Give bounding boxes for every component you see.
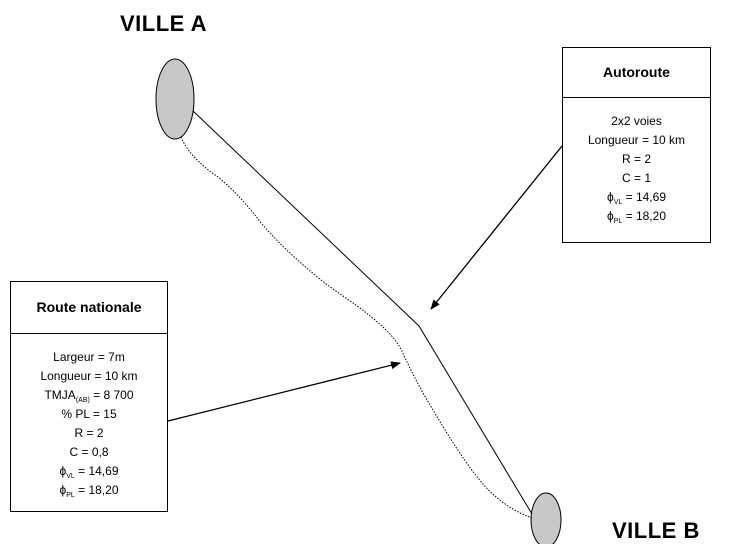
- autoroute-arrow: [430, 145, 563, 310]
- autoroute-specs: 2x2 voies Longueur = 10 km R = 2 C = 1 ϕ…: [563, 98, 710, 226]
- route-nationale-box: Route nationale Largeur = 7m Longueur = …: [10, 281, 168, 512]
- route-nationale-path: [180, 136, 533, 519]
- spec-line: R = 2: [74, 426, 104, 440]
- city-b-label: VILLE B: [612, 518, 700, 543]
- route-nationale-specs: Largeur = 7m Longueur = 10 km TMJA(AB) =…: [11, 334, 167, 500]
- spec-line: C = 0,8: [69, 445, 109, 459]
- spec-line: ϕPL = 18,20: [59, 483, 119, 499]
- spec-line: ϕPL = 18,20: [606, 209, 666, 225]
- spec-line: ϕVL = 14,69: [606, 190, 666, 206]
- spec-line: % PL = 15: [61, 407, 117, 421]
- autoroute-path: [192, 110, 533, 515]
- autoroute-box: Autoroute 2x2 voies Longueur = 10 km R =…: [562, 47, 711, 243]
- spec-line: 2x2 voies: [611, 114, 662, 128]
- spec-line: R = 2: [621, 152, 651, 166]
- autoroute-title: Autoroute: [563, 48, 710, 98]
- spec-line: Longueur = 10 km: [40, 369, 138, 383]
- spec-line: Largeur = 7m: [53, 350, 125, 364]
- spec-line: C = 1: [621, 171, 651, 185]
- spec-line: TMJA(AB) = 8 700: [44, 388, 134, 404]
- spec-line: Longueur = 10 km: [587, 133, 686, 147]
- spec-line: ϕVL = 14,69: [59, 464, 119, 480]
- city-a-label: VILLE A: [120, 11, 208, 36]
- route-nationale-title: Route nationale: [11, 282, 167, 334]
- route-nationale-arrow: [167, 361, 401, 422]
- city-b-shape: [530, 492, 562, 544]
- city-a-shape: [155, 58, 195, 140]
